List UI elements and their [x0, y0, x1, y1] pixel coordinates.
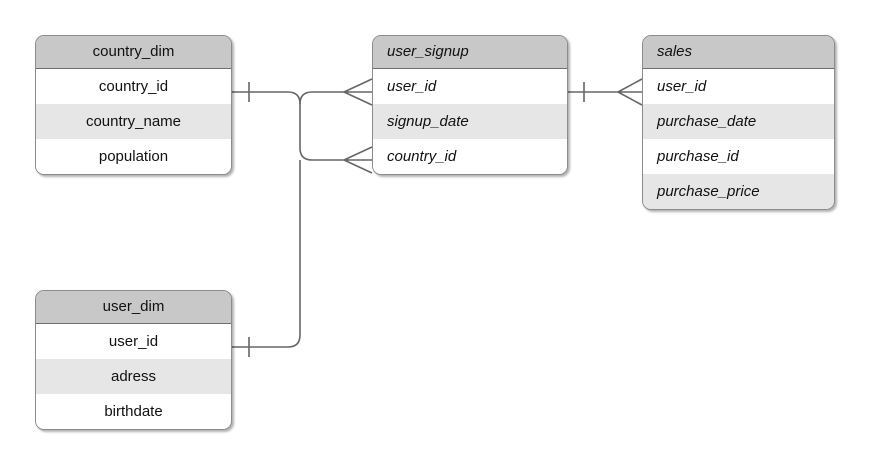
field-country-dim-population[interactable]: population: [36, 139, 231, 174]
cardinality-many-user-signup-user-id: [343, 78, 373, 106]
field-sales-purchase-date[interactable]: purchase_date: [643, 104, 834, 139]
field-country-dim-country-name[interactable]: country_name: [36, 104, 231, 139]
entity-country-dim[interactable]: country_dim country_id country_name popu…: [35, 35, 232, 175]
field-user-signup-user-id[interactable]: user_id: [373, 69, 567, 104]
field-user-dim-birthdate[interactable]: birthdate: [36, 394, 231, 429]
relationship-line-user-dim-user-signup: [232, 160, 301, 348]
entity-title-user-signup: user_signup: [373, 36, 567, 69]
field-user-dim-user-id[interactable]: user_id: [36, 324, 231, 359]
field-sales-purchase-id[interactable]: purchase_id: [643, 139, 834, 174]
cardinality-many-sales-user-id: [617, 78, 643, 106]
entity-title-country-dim: country_dim: [36, 36, 231, 69]
field-user-signup-country-id[interactable]: country_id: [373, 139, 567, 174]
field-sales-user-id[interactable]: user_id: [643, 69, 834, 104]
relationship-branch-user-signup-user-id: [299, 91, 344, 105]
entity-user-dim[interactable]: user_dim user_id adress birthdate: [35, 290, 232, 430]
field-user-dim-adress[interactable]: adress: [36, 359, 231, 394]
field-sales-purchase-price[interactable]: purchase_price: [643, 174, 834, 209]
field-country-dim-country-id[interactable]: country_id: [36, 69, 231, 104]
cardinality-many-user-signup-country-id: [343, 146, 373, 174]
field-user-signup-signup-date[interactable]: signup_date: [373, 104, 567, 139]
entity-title-sales: sales: [643, 36, 834, 69]
entity-sales[interactable]: sales user_id purchase_date purchase_id …: [642, 35, 835, 210]
relationship-line-country-dim-user-signup: [232, 91, 344, 161]
entity-user-signup[interactable]: user_signup user_id signup_date country_…: [372, 35, 568, 175]
entity-title-user-dim: user_dim: [36, 291, 231, 324]
